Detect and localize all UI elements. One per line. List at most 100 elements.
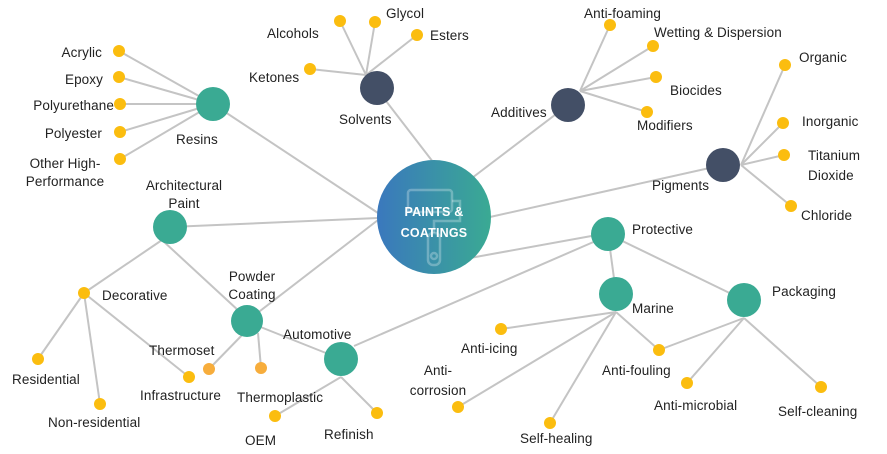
other-label-line1: Other High-	[29, 156, 101, 171]
solvents-label: Solvents	[339, 112, 392, 127]
thermoset-label: Thermoset	[149, 343, 215, 358]
center-node	[377, 160, 491, 274]
link-anticorrosion	[457, 311, 617, 408]
pigments-node	[706, 148, 740, 182]
other-dot	[114, 153, 126, 165]
titanium-label: Titanium Dioxide	[808, 146, 860, 186]
modifiers-label: Modifiers	[637, 118, 693, 133]
anticorrosion-label-line2: corrosion	[409, 383, 467, 398]
link-chloride	[740, 164, 792, 207]
solvents-node	[360, 71, 394, 105]
marine-node	[599, 277, 633, 311]
decorative-label: Decorative	[102, 288, 168, 303]
link-alcohols	[339, 20, 367, 76]
oem-label: OEM	[245, 433, 277, 448]
thermoset-dot	[203, 363, 215, 375]
connector-lines	[37, 20, 822, 424]
other-label: Other High- Performance	[10, 154, 120, 192]
thermoplastic-dot	[255, 362, 267, 374]
architectural-label-line1: Architectural	[145, 178, 223, 193]
polyester-label: Polyester	[44, 126, 102, 141]
residential-label: Residential	[12, 372, 80, 387]
powder-label: Powder Coating	[222, 267, 282, 305]
esters-label: Esters	[430, 28, 469, 43]
ketones-label: Ketones	[249, 70, 300, 85]
oem-dot	[269, 410, 281, 422]
center-label: PAINTS & COATINGS	[378, 202, 490, 244]
anticorrosion-label: Anti- corrosion	[403, 361, 473, 401]
residential-dot	[32, 353, 44, 365]
biocides-label: Biocides	[670, 83, 722, 98]
link-center-architectural	[169, 217, 379, 228]
center-label-line1: PAINTS &	[404, 205, 464, 219]
inorganic-dot	[777, 117, 789, 129]
link-ketones	[309, 68, 367, 76]
refinish-label: Refinish	[324, 427, 374, 442]
link-acrylic	[118, 50, 214, 105]
esters-dot	[411, 29, 423, 41]
antimicrobial-label: Anti-microbial	[654, 398, 738, 413]
link-antifoaming	[579, 24, 611, 92]
link-esters	[365, 34, 418, 76]
polyurethane-dot	[114, 98, 126, 110]
wetting-label: Wetting & Dispersion	[654, 25, 782, 40]
automotive-node	[324, 342, 358, 376]
nonresidential-label: Non-residential	[48, 415, 141, 430]
link-residential	[37, 292, 85, 360]
link-center-protective	[469, 232, 609, 259]
additives-label: Additives	[491, 105, 547, 120]
nonresidential-dot	[94, 398, 106, 410]
link-thermoset	[208, 329, 248, 370]
epoxy-dot	[113, 71, 125, 83]
anticorrosion-label-line1: Anti-	[423, 363, 453, 378]
resins-label: Resins	[176, 132, 218, 147]
link-other	[119, 103, 214, 160]
glycol-dot	[369, 16, 381, 28]
antimicrobial-dot	[681, 377, 693, 389]
link-modifiers	[579, 90, 648, 113]
link-biocides	[579, 76, 657, 92]
powder-label-line2: Coating	[228, 287, 276, 302]
protective-node	[591, 217, 625, 251]
additives-node	[551, 88, 585, 122]
chloride-label: Chloride	[801, 208, 853, 223]
link-decorative	[83, 239, 163, 294]
selfcleaning-dot	[815, 381, 827, 393]
paint-roller-icon	[406, 188, 462, 267]
pigments-label: Pigments	[652, 178, 710, 193]
antifoaming-dot	[604, 19, 616, 31]
link-organic	[740, 64, 786, 166]
link-antiicing	[500, 311, 617, 330]
marine-label: Marine	[632, 301, 674, 316]
antiicing-label: Anti-icing	[461, 341, 518, 356]
anticorrosion-dot	[452, 401, 464, 413]
polyurethane-label: Polyurethane	[33, 98, 114, 113]
link-oem	[274, 376, 342, 417]
link-titanium	[740, 154, 785, 166]
acrylic-dot	[113, 45, 125, 57]
organic-dot	[779, 59, 791, 71]
powder-label-line1: Powder	[228, 269, 276, 284]
selfcleaning-label: Self-cleaning	[778, 404, 858, 419]
modifiers-dot	[641, 106, 653, 118]
link-automotive-protective	[353, 239, 599, 347]
antifoaming-label: Anti-foaming	[584, 6, 661, 21]
thermoplastic-label: Thermoplastic	[237, 390, 324, 405]
organic-label: Organic	[799, 50, 847, 65]
acrylic-label: Acrylic	[61, 45, 102, 60]
powder-node	[231, 305, 263, 337]
refinish-dot	[371, 407, 383, 419]
link-pack-antifouling	[658, 317, 745, 351]
link-selfcleaning	[743, 317, 822, 388]
link-center-resins	[212, 103, 379, 214]
wetting-dot	[647, 40, 659, 52]
glycol-label: Glycol	[386, 6, 425, 21]
antiicing-dot	[495, 323, 507, 335]
link-protective-packaging	[607, 233, 745, 301]
link-arch-powder	[161, 239, 241, 313]
ketones-dot	[304, 63, 316, 75]
biocides-dot	[650, 71, 662, 83]
link-wetting	[579, 45, 654, 92]
link-nonresidential	[83, 292, 101, 405]
